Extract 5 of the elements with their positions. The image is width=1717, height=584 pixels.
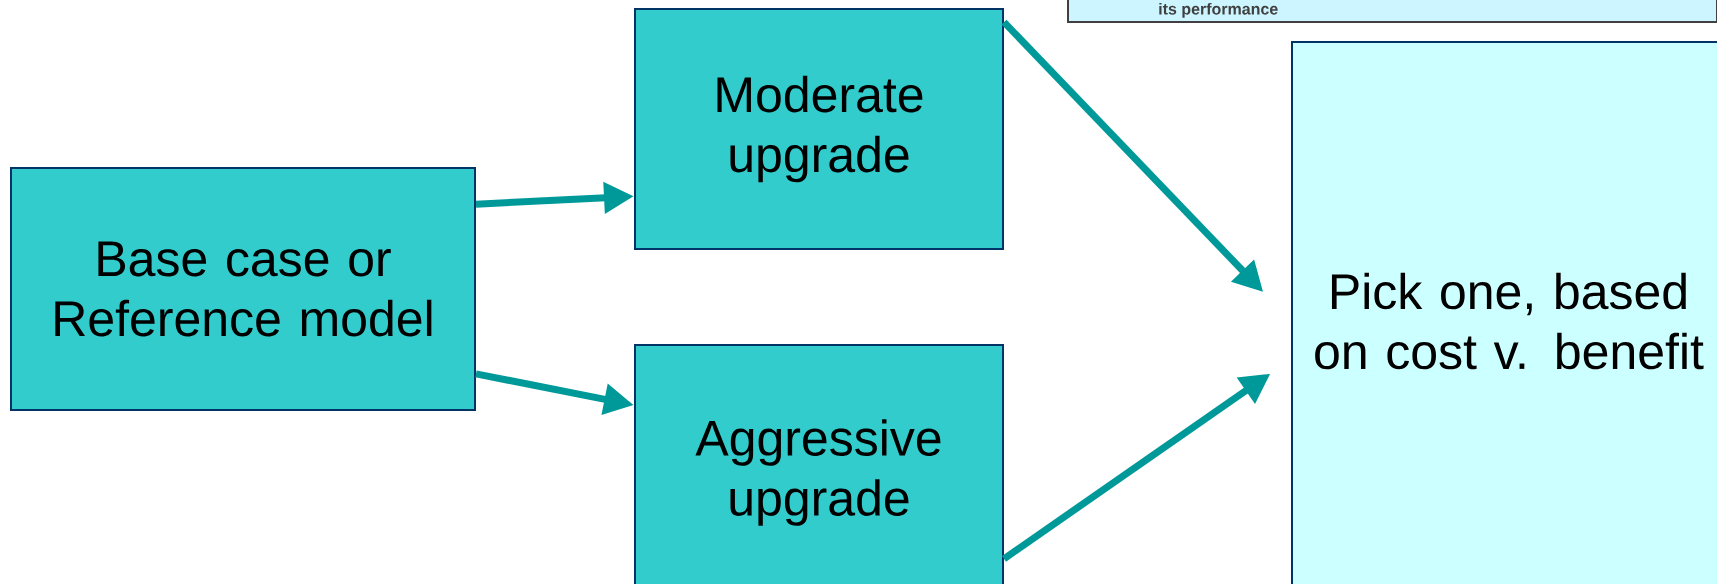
process-box: Aggressive upgrade [634, 344, 1004, 584]
process-box: Moderate upgrade [634, 8, 1004, 250]
process-box: Base case or Reference model [10, 167, 476, 411]
result-box: Pick one, based on cost v. benefit [1291, 41, 1717, 584]
panel-box: its performance [1067, 0, 1717, 23]
